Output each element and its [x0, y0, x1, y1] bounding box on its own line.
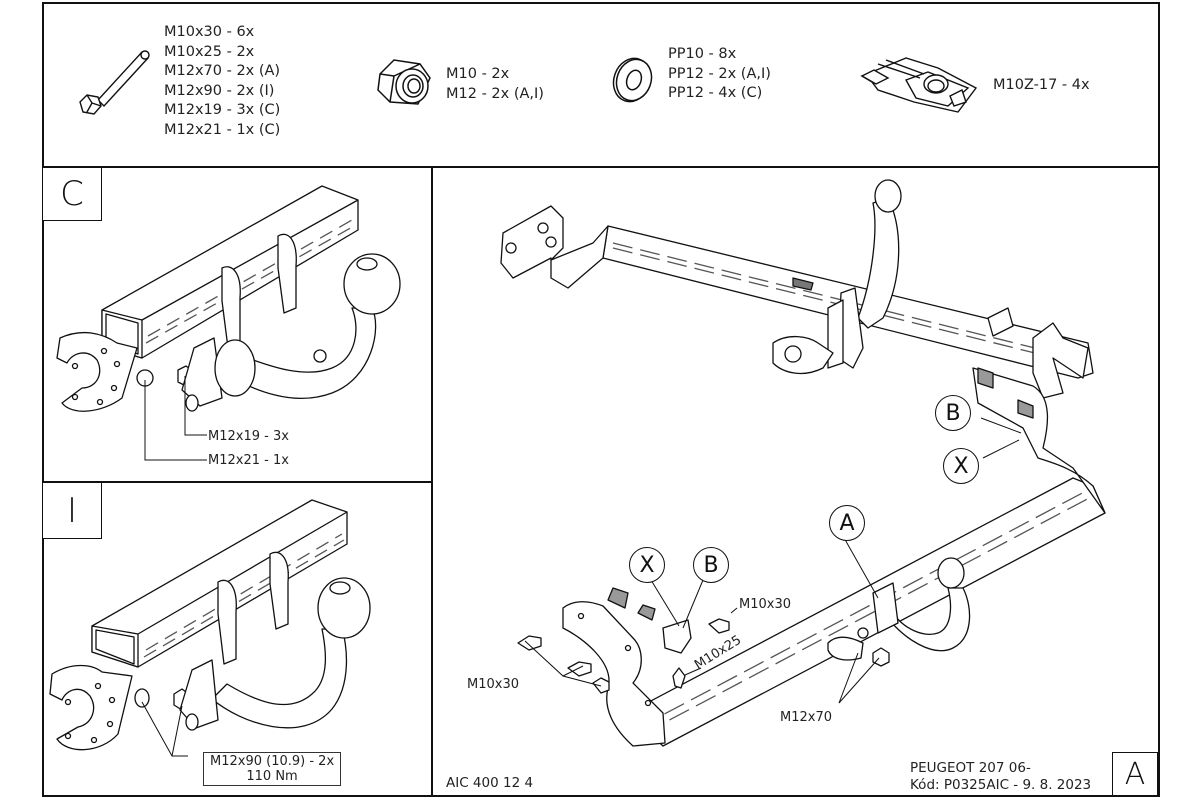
washer-icon — [607, 54, 657, 106]
callout-m12x21: M12x21 - 1x — [208, 453, 289, 468]
tag-b-lower: B — [693, 547, 729, 583]
towbar-assembly-a-drawing — [433, 168, 1156, 793]
panel-label-i: I — [42, 482, 102, 539]
callout-m12x19: M12x19 - 3x — [208, 429, 289, 444]
panel-label-c: C — [42, 167, 102, 221]
drawing-frame — [42, 2, 1160, 797]
panel-label-a: A — [1112, 752, 1158, 796]
document-code: Kód: P0325AIC - 9. 8. 2023 — [910, 777, 1092, 793]
clip-list: M10Z-17 - 4x — [993, 76, 1090, 96]
bolt-item: M12x19 - 3x (C) — [164, 102, 281, 118]
clip-item: M10Z-17 - 4x — [993, 77, 1090, 93]
callout-m12x70: M12x70 — [780, 710, 832, 725]
nut-item: M10 - 2x — [446, 66, 510, 82]
callout-m10x30-left: M10x30 — [467, 677, 519, 692]
hex-bolt-icon — [70, 40, 160, 130]
bolt-item: M10x25 - 2x — [164, 43, 255, 60]
tag-a: A — [829, 505, 865, 541]
bolt-list: M10x30 - 6x M10x25 - 2x M12x70 - 2x (A) … — [164, 23, 280, 140]
vehicle-model: PEUGEOT 207 06- — [910, 760, 1031, 776]
towbar-fixed-i-drawing — [42, 484, 432, 794]
torque-spec-box: M12x90 (10.9) - 2x 110 Nm — [203, 752, 342, 786]
panel-c-i-divider — [42, 481, 432, 483]
bolt-item: M12x70 - 2x (A) — [164, 63, 281, 79]
towbar-detachable-c-drawing — [42, 168, 432, 480]
callout-m10x30-right: M10x30 — [739, 597, 791, 612]
washer-list: PP10 - 8x PP12 - 2x (A,I) PP12 - 4x (C) — [668, 45, 771, 104]
tag-b-upper: B — [935, 395, 971, 431]
bolt-item: M12x90 - 2x (I) — [164, 82, 275, 99]
cage-nut-clip-icon — [858, 50, 988, 122]
washer-item: PP12 - 2x (A,I) — [668, 65, 771, 82]
part-number: AIC 400 12 4 — [446, 775, 534, 791]
tag-x-lower: X — [629, 547, 665, 583]
bolt-item: M10x30 - 6x — [164, 24, 255, 40]
header-divider — [42, 166, 1158, 168]
nut-list: M10 - 2x M12 - 2x (A,I) — [446, 65, 544, 104]
torque-value: 110 Nm — [246, 769, 298, 784]
nut-item: M12 - 2x (A,I) — [446, 85, 544, 102]
tag-x-upper: X — [943, 448, 979, 484]
hex-nut-icon — [374, 52, 436, 114]
washer-item: PP10 - 8x — [668, 46, 737, 62]
column-divider — [431, 166, 433, 795]
washer-item: PP12 - 4x (C) — [668, 85, 763, 101]
bolt-item: M12x21 - 1x (C) — [164, 121, 281, 138]
torque-bolt-spec: M12x90 (10.9) - 2x — [210, 754, 335, 769]
